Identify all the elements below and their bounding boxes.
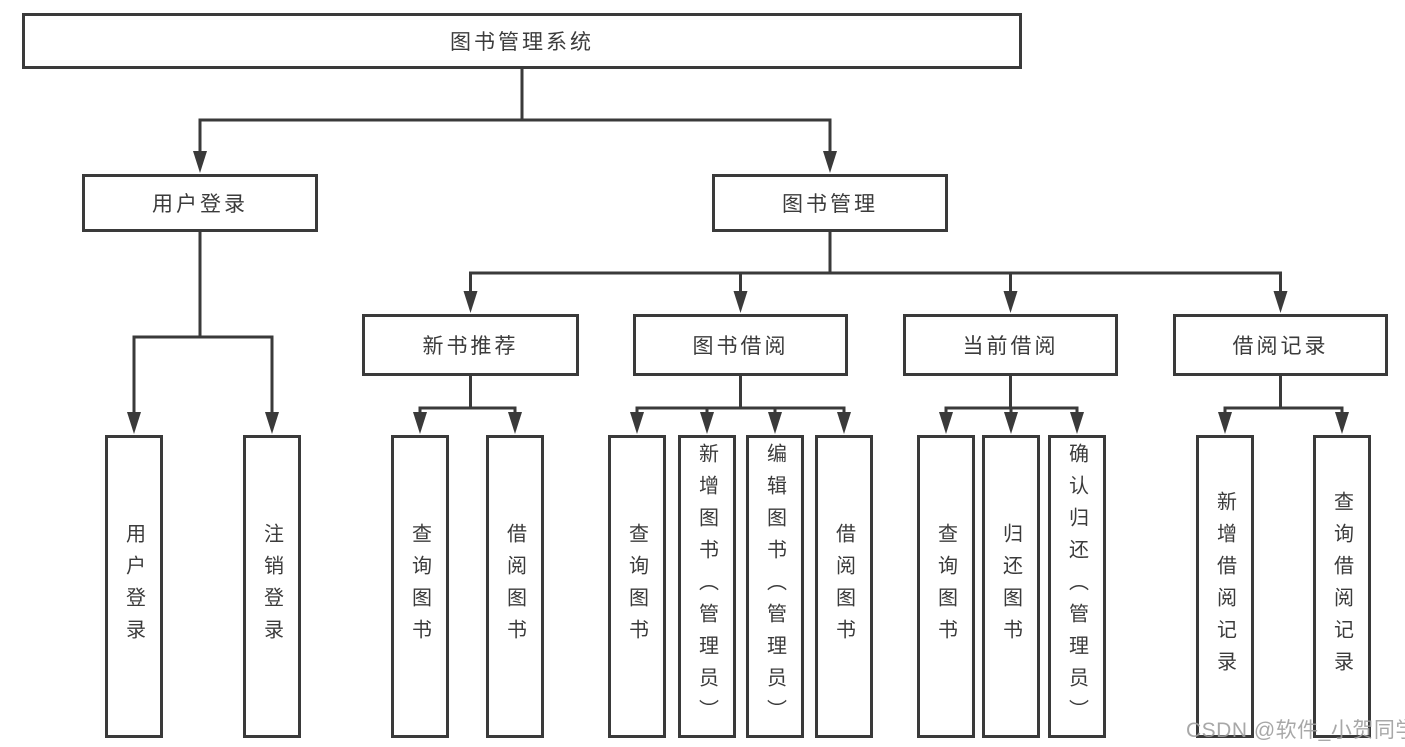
leaf-return-book-label: 归还图书 [999,522,1022,651]
leaf-query-books-recommend-label: 查询图书 [408,522,431,651]
node-book-mgmt: 图书管理 [712,174,948,232]
node-book-mgmt-label: 图书管理 [782,193,878,216]
csdn-watermark: CSDN @软件_小贺同学 [1186,719,1405,742]
leaf-user-login-label: 用户登录 [122,522,145,651]
node-root-label: 图书管理系统 [450,31,594,54]
node-new-book-recommend: 新书推荐 [362,314,579,376]
leaf-query-books-current-label: 查询图书 [934,522,957,651]
leaf-borrow-books: 借阅图书 [815,435,873,738]
leaf-add-borrow-record-label: 新增借阅记录 [1213,490,1236,683]
leaf-query-books-borrow: 查询图书 [608,435,666,738]
node-book-borrow-label: 图书借阅 [692,335,789,358]
node-book-borrow: 图书借阅 [633,314,848,376]
node-current-borrow: 当前借阅 [903,314,1118,376]
leaf-query-books-current: 查询图书 [917,435,975,738]
node-user-login: 用户登录 [82,174,318,232]
node-user-login-label: 用户登录 [152,193,248,216]
leaf-logout-label: 注销登录 [260,522,283,651]
leaf-edit-book-admin-label: 编辑图书（管理员） [763,442,786,731]
leaf-add-book-admin-label: 新增图书（管理员） [695,442,718,731]
leaf-query-books-borrow-label: 查询图书 [625,522,648,651]
node-borrow-records: 借阅记录 [1173,314,1388,376]
leaf-query-books-recommend: 查询图书 [391,435,449,738]
node-root: 图书管理系统 [22,13,1022,69]
leaf-query-borrow-record: 查询借阅记录 [1313,435,1371,738]
node-current-borrow-label: 当前借阅 [962,335,1059,358]
leaf-logout: 注销登录 [243,435,301,738]
node-borrow-records-label: 借阅记录 [1232,335,1329,358]
leaf-return-book: 归还图书 [982,435,1040,738]
leaf-edit-book-admin: 编辑图书（管理员） [746,435,804,738]
leaf-borrow-books-recommend-label: 借阅图书 [503,522,526,651]
leaf-add-borrow-record: 新增借阅记录 [1196,435,1254,738]
leaf-query-borrow-record-label: 查询借阅记录 [1330,490,1353,683]
leaf-borrow-books-label: 借阅图书 [832,522,855,651]
leaf-add-book-admin: 新增图书（管理员） [678,435,736,738]
leaf-confirm-return-admin-label: 确认归还（管理员） [1065,442,1088,731]
leaf-confirm-return-admin: 确认归还（管理员） [1048,435,1106,738]
leaf-user-login: 用户登录 [105,435,163,738]
leaf-borrow-books-recommend: 借阅图书 [486,435,544,738]
node-new-book-recommend-label: 新书推荐 [422,335,519,358]
